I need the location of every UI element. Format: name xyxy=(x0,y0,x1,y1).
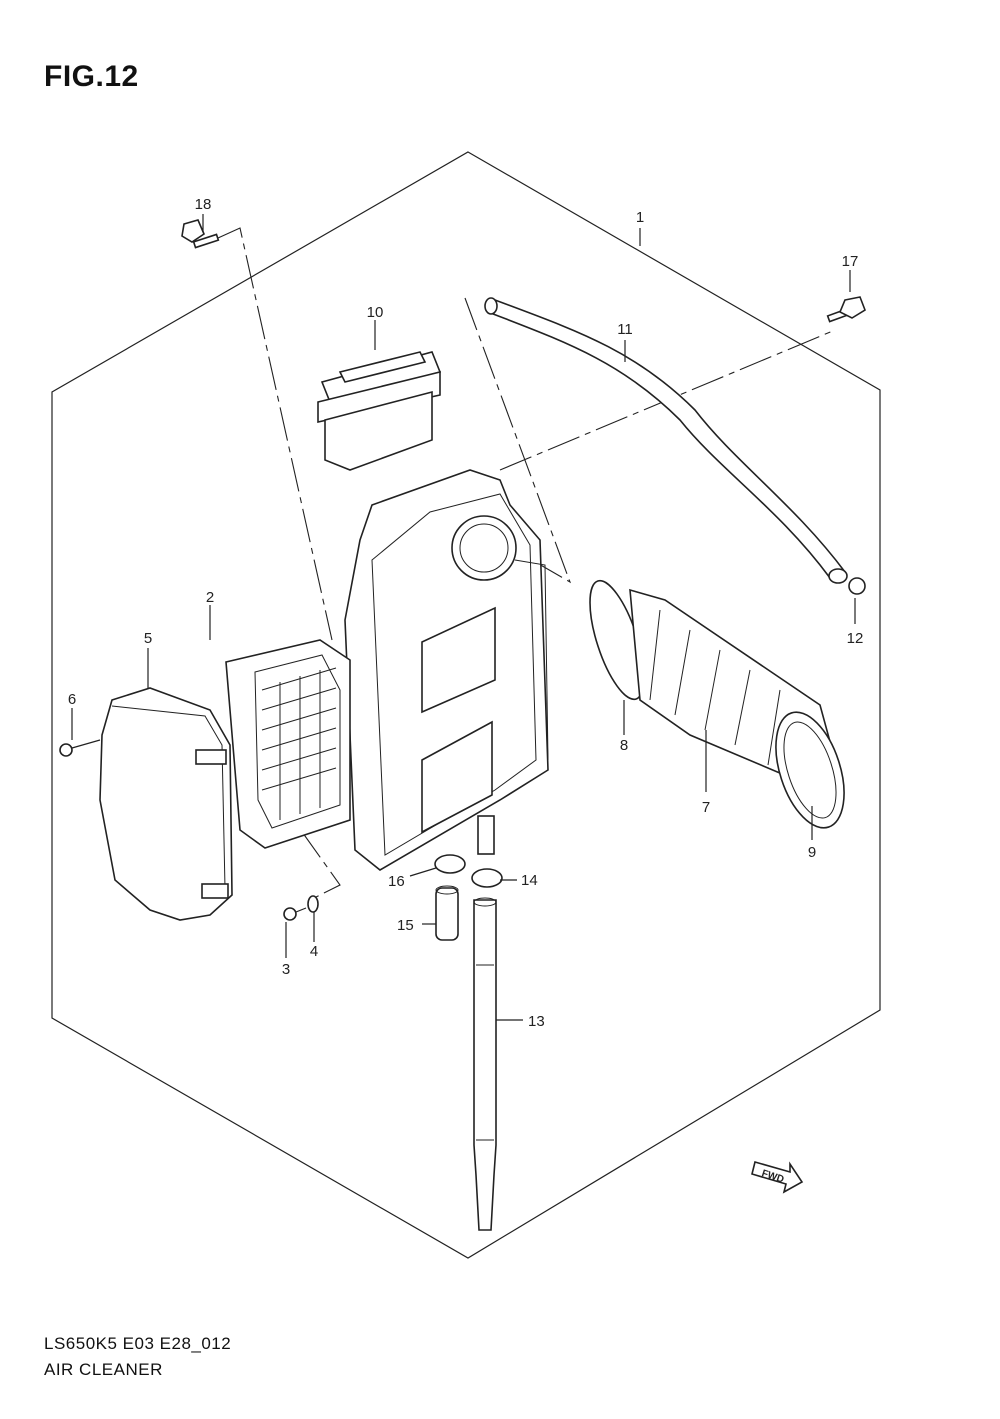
callout-3: 3 xyxy=(282,961,290,978)
part-clamp-16 xyxy=(434,854,466,874)
part-cap-15 xyxy=(435,885,459,941)
figure-title: FIG.12 xyxy=(44,60,139,93)
part-air-element xyxy=(225,639,351,849)
callout-11: 11 xyxy=(617,321,633,338)
callout-8: 8 xyxy=(620,737,628,754)
part-drain-tube xyxy=(473,897,497,1231)
callout-4: 4 xyxy=(310,943,318,960)
diagram-name: AIR CLEANER xyxy=(44,1360,163,1379)
callout-12: 12 xyxy=(847,630,864,647)
callout-7: 7 xyxy=(702,799,710,816)
callout-14: 14 xyxy=(521,872,538,889)
callout-17: 17 xyxy=(842,253,859,270)
part-screw-6 xyxy=(59,739,101,757)
part-screw-3 xyxy=(283,907,307,921)
callout-6: 6 xyxy=(68,691,76,708)
part-bolt-18 xyxy=(181,219,220,249)
callout-2: 2 xyxy=(206,589,214,606)
part-inlet-tube xyxy=(589,579,845,829)
callout-1: 1 xyxy=(636,209,644,226)
part-washer-4 xyxy=(307,895,319,913)
part-bolt-17 xyxy=(826,296,866,323)
callout-10: 10 xyxy=(367,304,384,321)
callout-5: 5 xyxy=(144,630,152,647)
callout-15: 15 xyxy=(397,917,414,934)
part-intake-duct xyxy=(317,351,442,471)
assembly-frame xyxy=(51,151,881,1259)
part-air-cleaner-box xyxy=(344,469,549,871)
diagram-code: LS650K5 E03 E28_012 xyxy=(44,1334,232,1353)
part-cover xyxy=(99,687,233,921)
fwd-arrow: FWD xyxy=(751,1161,804,1194)
callout-13: 13 xyxy=(528,1013,545,1030)
callout-labels: 1 2 3 4 5 6 7 8 9 10 11 12 13 14 15 16 1… xyxy=(68,196,864,1030)
callout-18: 18 xyxy=(195,196,212,213)
part-breather-hose xyxy=(484,297,848,584)
part-clip xyxy=(848,577,866,595)
part-clamp-14 xyxy=(471,868,503,888)
leader-lines xyxy=(71,214,856,1021)
callout-9: 9 xyxy=(808,844,816,861)
callout-16: 16 xyxy=(388,873,405,890)
